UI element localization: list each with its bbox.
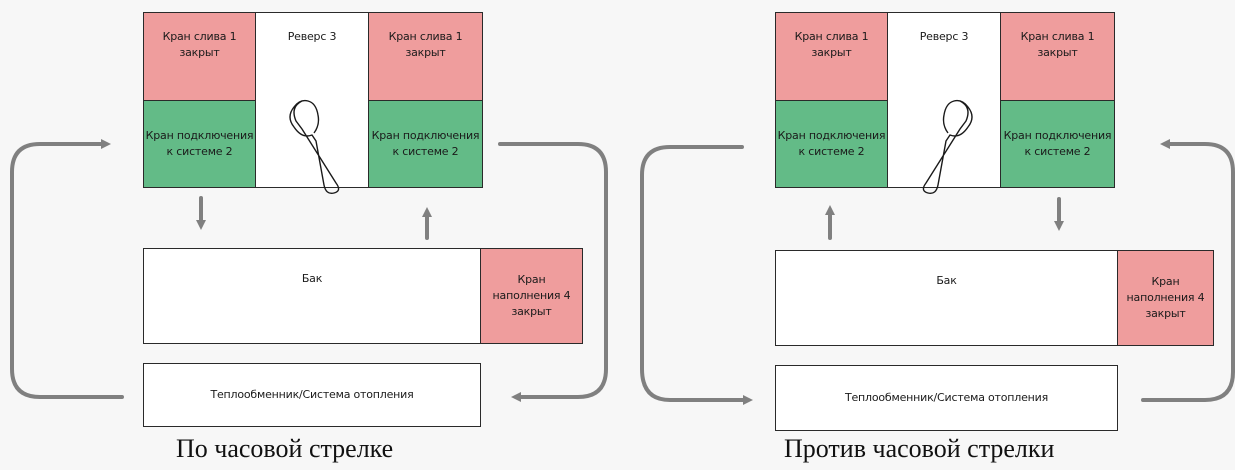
heat-exchanger: Теплообменник/Система отопления bbox=[143, 363, 481, 427]
drain-valve-right: Кран слива 1 закрыт bbox=[368, 12, 483, 101]
tank: Бак bbox=[143, 248, 481, 344]
drain-valve-left: Кран слива 1 закрыт bbox=[143, 12, 256, 101]
connection-valve-left: Кран подключения к системе 2 bbox=[775, 100, 888, 188]
clockwise-diagram: Кран слива 1 закрыт Реверс 3 Кран слива … bbox=[0, 0, 617, 470]
reverse-valve: Реверс 3 bbox=[255, 12, 369, 195]
connection-valve-right: Кран подключения к системе 2 bbox=[1000, 100, 1115, 188]
connection-valve-left: Кран подключения к системе 2 bbox=[143, 100, 256, 188]
supply-loop-arrow bbox=[498, 142, 608, 402]
drain-valve-left: Кран слива 1 закрыт bbox=[775, 12, 888, 101]
reverse-valve: Реверс 3 bbox=[887, 12, 1001, 195]
heat-exchanger: Теплообменник/Система отопления bbox=[775, 365, 1118, 431]
fill-valve: Кран наполнения 4 закрыт bbox=[480, 248, 583, 344]
fill-valve: Кран наполнения 4 закрыт bbox=[1117, 250, 1214, 346]
supply-loop-arrow bbox=[1141, 139, 1235, 402]
diagram-caption: Против часовой стрелки bbox=[784, 434, 1055, 463]
return-loop-arrow bbox=[10, 139, 124, 399]
drain-valve-right: Кран слива 1 закрыт bbox=[1000, 12, 1115, 101]
tank: Бак bbox=[775, 250, 1118, 346]
diagram-caption: По часовой стрелке bbox=[176, 434, 394, 463]
connection-valve-right: Кран подключения к системе 2 bbox=[368, 100, 483, 188]
return-loop-arrow bbox=[640, 145, 753, 405]
flow-arrows bbox=[640, 139, 1235, 405]
reverse-valve-handle-icon bbox=[289, 99, 340, 195]
reverse-valve-handle-icon bbox=[922, 99, 973, 195]
flow-arrows bbox=[10, 139, 608, 402]
counterclockwise-diagram: Кран слива 1 закрыт Реверс 3 Кран слива … bbox=[630, 0, 1235, 470]
